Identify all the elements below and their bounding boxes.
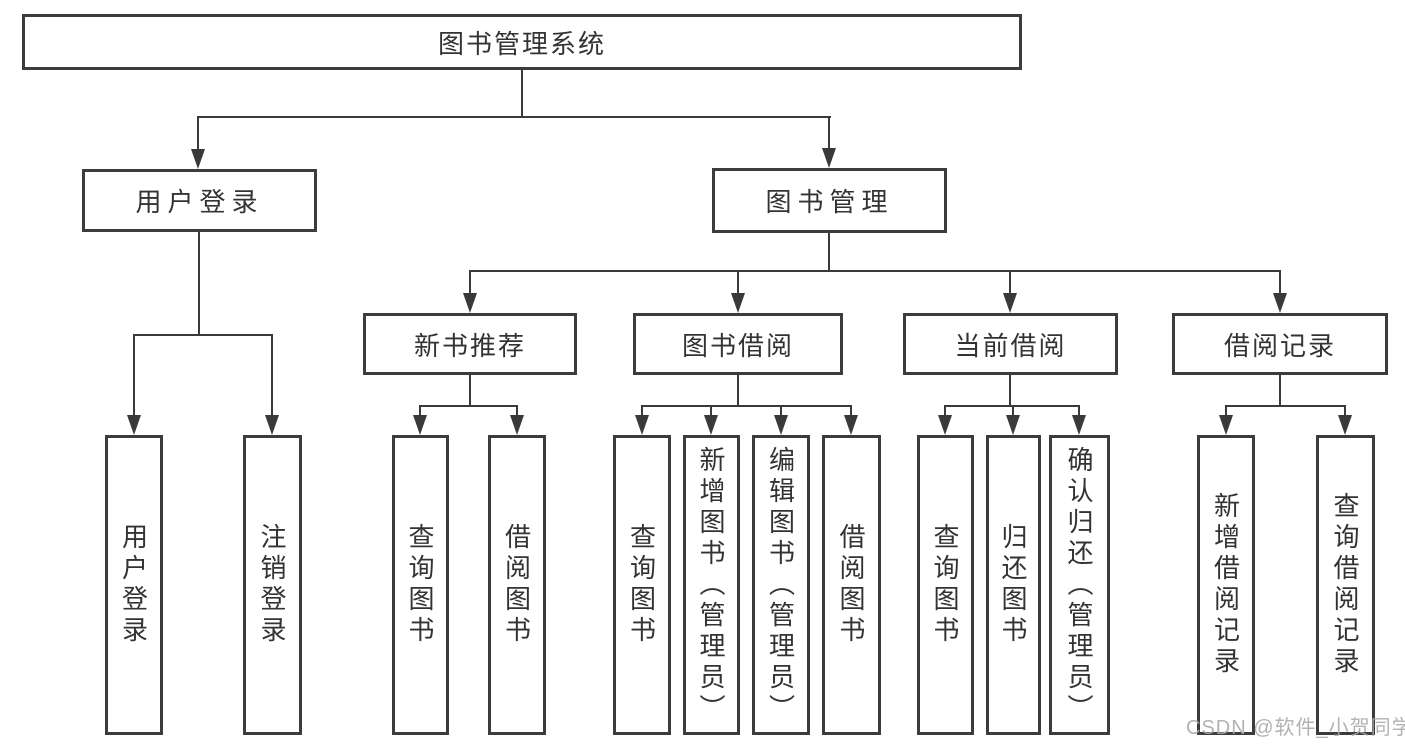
connector-line bbox=[944, 405, 946, 416]
node-library-management-system: 图书管理系统 bbox=[22, 14, 1022, 70]
arrow-down-icon bbox=[774, 415, 788, 435]
node-book-borrowing: 图书借阅 bbox=[633, 313, 843, 375]
connector-line bbox=[469, 270, 471, 294]
connector-line bbox=[1279, 270, 1281, 294]
csdn-watermark: CSDN @软件_小贺同学 bbox=[1186, 717, 1405, 739]
connector-line bbox=[1279, 374, 1281, 406]
connector-line bbox=[850, 405, 852, 416]
connector-line bbox=[828, 116, 830, 150]
connector-line bbox=[737, 374, 739, 406]
connector-line bbox=[828, 232, 830, 271]
connector-line bbox=[197, 116, 199, 150]
leaf-query-books-borrowing: 查询图书 bbox=[613, 435, 671, 735]
arrow-down-icon bbox=[635, 415, 649, 435]
connector-line bbox=[133, 334, 273, 336]
arrow-down-icon bbox=[265, 415, 279, 435]
connector-line bbox=[641, 405, 852, 407]
connector-line bbox=[419, 405, 518, 407]
connector-line bbox=[780, 405, 782, 416]
arrow-down-icon bbox=[510, 415, 524, 435]
node-borrowing-records: 借阅记录 bbox=[1172, 313, 1388, 375]
arrow-down-icon bbox=[1006, 415, 1020, 435]
connector-line bbox=[521, 69, 523, 117]
arrow-down-icon bbox=[127, 415, 141, 435]
node-current-borrowing: 当前借阅 bbox=[903, 313, 1118, 375]
arrow-down-icon bbox=[731, 293, 745, 313]
leaf-edit-books-admin: 编辑图书（管理员） bbox=[752, 435, 810, 735]
arrow-down-icon bbox=[191, 149, 205, 169]
arrow-down-icon bbox=[1273, 293, 1287, 313]
leaf-add-borrow-record: 新增借阅记录 bbox=[1197, 435, 1255, 735]
connector-line bbox=[133, 334, 135, 416]
arrow-down-icon bbox=[1072, 415, 1086, 435]
leaf-add-books-admin: 新增图书（管理员） bbox=[683, 435, 740, 735]
arrow-down-icon bbox=[1003, 293, 1017, 313]
connector-line bbox=[1078, 405, 1080, 416]
connector-line bbox=[198, 231, 200, 335]
connector-line bbox=[469, 374, 471, 406]
connector-line bbox=[1012, 405, 1014, 416]
leaf-confirm-return-admin: 确认归还（管理员） bbox=[1049, 435, 1110, 735]
connector-line bbox=[641, 405, 643, 416]
connector-line bbox=[197, 116, 831, 118]
node-new-book-recommendation: 新书推荐 bbox=[363, 313, 577, 375]
connector-line bbox=[1225, 405, 1227, 416]
leaf-query-books-current: 查询图书 bbox=[917, 435, 974, 735]
leaf-query-books-recommend: 查询图书 bbox=[392, 435, 449, 735]
arrow-down-icon bbox=[1219, 415, 1233, 435]
arrow-down-icon bbox=[413, 415, 427, 435]
connector-line bbox=[469, 270, 1281, 272]
leaf-query-borrow-record: 查询借阅记录 bbox=[1316, 435, 1375, 735]
arrow-down-icon bbox=[844, 415, 858, 435]
connector-line bbox=[1009, 270, 1011, 294]
node-user-login: 用户登录 bbox=[82, 169, 317, 232]
arrow-down-icon bbox=[822, 148, 836, 168]
connector-line bbox=[271, 334, 273, 416]
leaf-borrow-books-recommend: 借阅图书 bbox=[488, 435, 546, 735]
connector-line bbox=[419, 405, 421, 416]
arrow-down-icon bbox=[704, 415, 718, 435]
connector-line bbox=[710, 405, 712, 416]
connector-line bbox=[737, 270, 739, 294]
arrow-down-icon bbox=[1338, 415, 1352, 435]
leaf-logout: 注销登录 bbox=[243, 435, 302, 735]
connector-line bbox=[1225, 405, 1346, 407]
connector-line bbox=[1009, 374, 1011, 406]
arrow-down-icon bbox=[938, 415, 952, 435]
leaf-return-books: 归还图书 bbox=[986, 435, 1041, 735]
connector-line bbox=[516, 405, 518, 416]
arrow-down-icon bbox=[463, 293, 477, 313]
connector-line bbox=[1344, 405, 1346, 416]
leaf-borrow-books-borrowing: 借阅图书 bbox=[822, 435, 881, 735]
node-book-management: 图书管理 bbox=[712, 168, 947, 233]
leaf-user-login: 用户登录 bbox=[105, 435, 163, 735]
